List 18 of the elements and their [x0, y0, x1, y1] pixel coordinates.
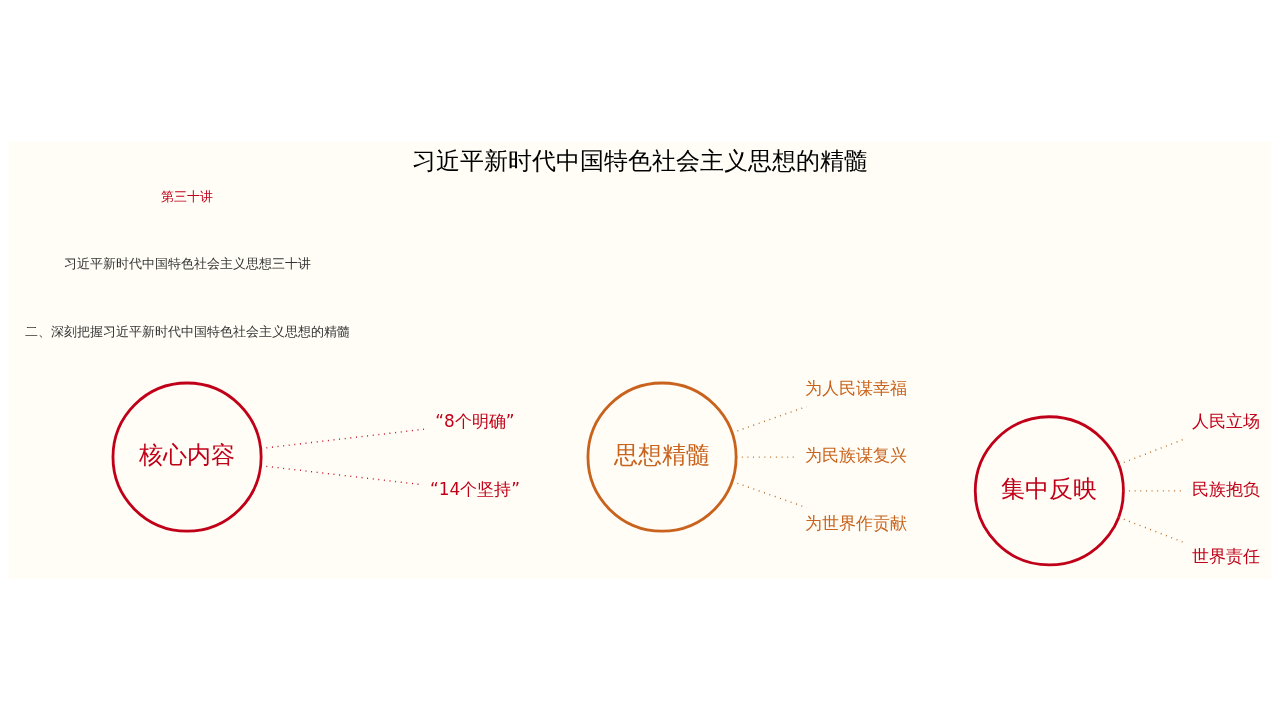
node-text: 为世界作贡献 [804, 512, 907, 533]
node-circle: 核心内容 [111, 381, 263, 533]
node-text: 人民立场 [1192, 410, 1261, 431]
node-text: 为民族谋复兴 [804, 444, 907, 465]
label: 二、深刻把握习近平新时代中国特色社会主义思想的精髓 [24, 323, 350, 339]
node-text: 民族抱负 [1192, 478, 1261, 499]
node-text: 世界责任 [1192, 546, 1261, 566]
label: 第三十讲 [161, 188, 214, 204]
diagram-title: 习近平新时代中国特色社会主义思想的精髓 [412, 145, 868, 175]
connector [1117, 516, 1185, 543]
node-circle: 集中反映 [973, 414, 1125, 566]
node-text: 为人民谋幸福 [804, 377, 907, 398]
node-circle: 思想精髓 [586, 381, 738, 533]
label: 习近平新时代中国特色社会主义思想三十讲 [63, 255, 311, 271]
node-text: “14个坚持” [429, 478, 520, 499]
node-text: “8个明确” [435, 410, 515, 431]
connector [1117, 437, 1185, 465]
connector [731, 405, 808, 433]
